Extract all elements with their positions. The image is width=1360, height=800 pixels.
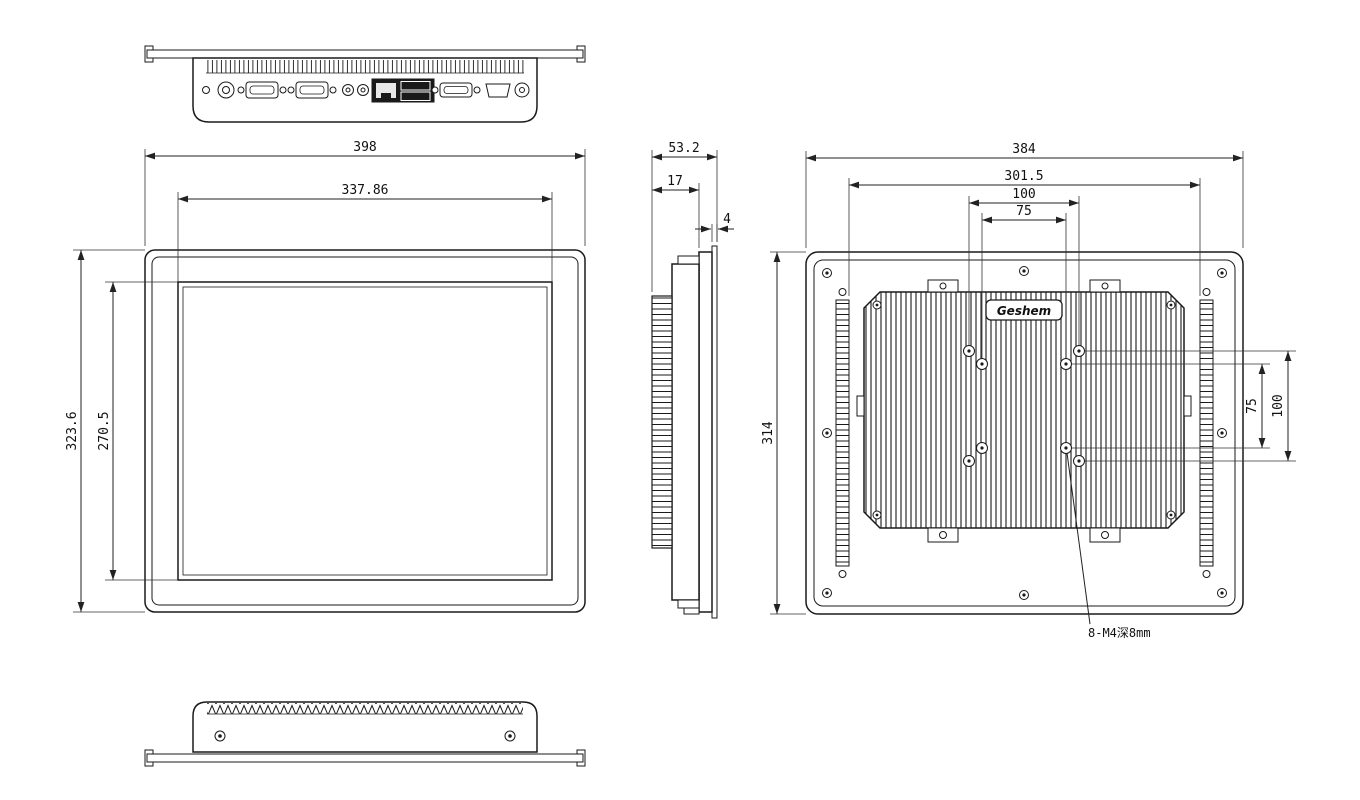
power-button	[514, 82, 530, 98]
screw	[1202, 288, 1211, 296]
dim-panel-lip: 4	[723, 212, 731, 227]
usb-port-bottom	[400, 91, 431, 101]
dim-rear-outer-width: 384	[1012, 142, 1036, 157]
side-bottom-step	[677, 599, 700, 609]
panel-flange-bar	[146, 49, 584, 59]
dim-vesa-height-100: 100	[1271, 394, 1286, 417]
side-bottom-foot	[683, 607, 700, 615]
dim-rear-inner-width: 301.5	[1004, 169, 1043, 184]
screw	[838, 570, 847, 578]
dim-front-outer-height: 323.6	[65, 411, 80, 450]
dim-display-height: 270.5	[97, 411, 112, 450]
screw	[1202, 570, 1211, 578]
hdmi-port	[485, 83, 511, 98]
mounting-note: 8-M4深8mm	[1088, 626, 1151, 640]
vga-port	[431, 82, 481, 98]
rear-view: Geshem 384 301.5 100	[761, 142, 1296, 640]
rear-dimensions: 384 301.5 100 75 314 75 100	[761, 142, 1296, 640]
panel-flange-bar-bottom	[146, 753, 584, 763]
side-front-panel	[698, 251, 713, 613]
dim-front-outer-width: 398	[353, 140, 376, 155]
brand-logo-text: Geshem	[997, 304, 1051, 318]
dim-total-depth: 53.2	[668, 141, 699, 156]
mounting-note-leader	[1066, 452, 1091, 625]
screw-center	[218, 734, 222, 738]
brand-logo-plate: Geshem	[985, 299, 1063, 321]
screw	[838, 288, 847, 296]
heatsink-side-tab-right	[1183, 395, 1192, 417]
rear-heatsink	[863, 291, 1185, 529]
side-dimensions: 53.2 17 4	[651, 141, 734, 292]
dim-vesa-height-75: 75	[1245, 398, 1260, 414]
dc-power-jack	[217, 81, 235, 99]
chassis-body-bottom	[192, 701, 538, 753]
heatsink-rib-band-bottom	[207, 703, 523, 714]
usb-port-top	[400, 81, 431, 91]
heatsink-feet	[927, 527, 1121, 543]
display-active-area	[182, 286, 548, 576]
display-opening	[177, 281, 553, 581]
dim-chassis-depth: 17	[667, 174, 683, 189]
front-view: 398 337.86 323.6 270.5	[65, 140, 586, 613]
serial-port-1	[237, 81, 287, 99]
lan-usb-block	[371, 78, 435, 103]
side-top-step	[677, 255, 700, 265]
serial-port-2	[287, 81, 337, 99]
side-view: 53.2 17 4	[651, 141, 734, 619]
bottom-view	[144, 701, 586, 767]
dim-vesa-width-75: 75	[1016, 204, 1032, 219]
rear-vent-slot-right	[1199, 299, 1214, 567]
heatsink-side-tab-left	[856, 395, 865, 417]
rear-perimeter-screws	[822, 266, 1227, 600]
side-chassis	[671, 263, 700, 601]
dim-display-width: 337.86	[342, 183, 389, 198]
side-heatsink-fins	[651, 295, 673, 549]
screw-center	[508, 734, 512, 738]
heatsink-top-tabs	[927, 279, 1121, 293]
front-dimensions: 398 337.86 323.6 270.5	[65, 140, 586, 613]
vesa-mount-holes	[963, 345, 1085, 467]
dim-rear-outer-height: 314	[761, 421, 776, 445]
heatsink-rib-band	[206, 60, 524, 73]
dim-vesa-width-100: 100	[1012, 187, 1035, 202]
screw	[202, 86, 210, 94]
audio-jacks	[342, 84, 369, 96]
top-view	[144, 45, 586, 123]
io-ports	[202, 78, 530, 103]
rear-vent-slot-left	[835, 299, 850, 567]
